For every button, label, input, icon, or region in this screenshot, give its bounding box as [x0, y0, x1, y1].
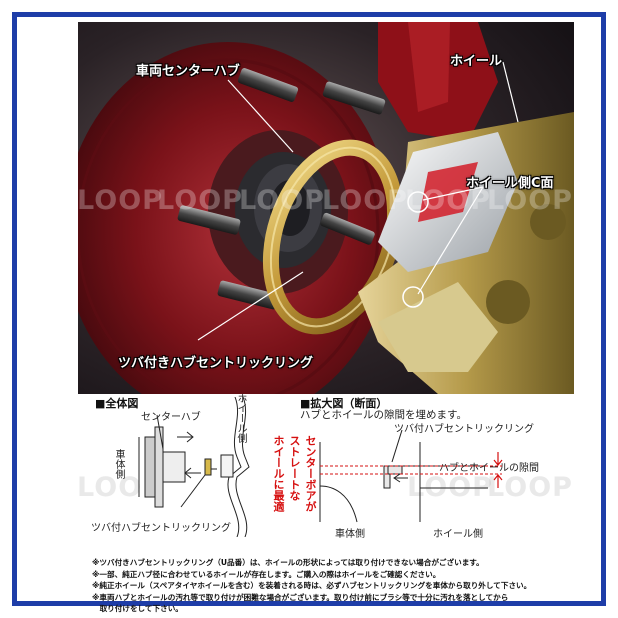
callout-hub-ring: ツバ付きハブセントリックリング [118, 356, 314, 371]
watermark: LOOP [322, 185, 408, 216]
overview-ring-label: ツバ付ハブセントリックリング [91, 523, 231, 534]
overview-wheel-label: ホイール側 [235, 393, 246, 443]
closeup-subheading: ハブとホイールの隙間を埋めます。 [300, 409, 467, 421]
overview-body-label: 車体側 [113, 449, 124, 479]
overview-heading: ■全体図 [95, 397, 139, 410]
overview-diagram [138, 397, 250, 537]
watermark: LOOP [77, 185, 163, 216]
content-panel: 車両センターハブ ホイール ホイール側C面 ツバ付きハブセントリックリング LO… [17, 17, 601, 613]
bore-callout-line2: ストレートな [288, 435, 301, 501]
callout-center-hub: 車両センターハブ [136, 64, 240, 79]
closeup-heading: ■拡大図（断面） [300, 397, 388, 410]
closeup-wheel-label: ホイール側 [433, 529, 483, 540]
note-line: ※車両ハブとホイールの汚れ等で取り付けが困難な場合がございます。取り付け前にブラ… [92, 592, 509, 602]
note-line: ※純正ホイール（スペアタイヤホイールを含む）を装着される時は、必ずハブセントリッ… [92, 581, 532, 590]
watermark: LOOP [405, 185, 491, 216]
bore-callout-line1: センターボアが [304, 435, 317, 512]
closeup-body-label: 車体側 [335, 529, 365, 540]
watermark: LOOP [487, 185, 573, 216]
bore-callout-line3: ホイールに最適 [272, 435, 285, 512]
watermark: LOOP [157, 185, 243, 216]
illustration-svg [78, 22, 574, 394]
note-line: ※ツバ付きハブセントリックリング（U品番）は、ホイールの形状によっては取り付けで… [92, 558, 484, 567]
note-line: ※一部、純正ハブ径に合わせているホイールが存在します。ご購入の際はホイールをご確… [92, 569, 441, 579]
callout-wheel-c-face: ホイール側C面 [466, 176, 554, 191]
notes-block: ※ツバ付きハブセントリックリング（U品番）は、ホイールの形状によっては取り付けで… [92, 557, 592, 615]
bore-callout-box: センターボアが ストレートな ホイールに最適 [262, 435, 332, 523]
closeup-gap-label: ハブとホイールの隙間 [439, 463, 539, 474]
closeup-ring-label: ツバ付ハブセントリックリング [394, 424, 534, 435]
callout-wheel: ホイール [450, 54, 503, 69]
note-line: 取り付けをして下さい。 [92, 604, 183, 613]
closeup-diagram [319, 429, 503, 523]
hub-ring-illustration: 車両センターハブ ホイール ホイール側C面 ツバ付きハブセントリックリング [78, 22, 574, 394]
watermark: LOOP [487, 472, 573, 503]
watermark: LOOP [239, 185, 325, 216]
overview-center-hub-label: センターハブ [141, 412, 201, 423]
